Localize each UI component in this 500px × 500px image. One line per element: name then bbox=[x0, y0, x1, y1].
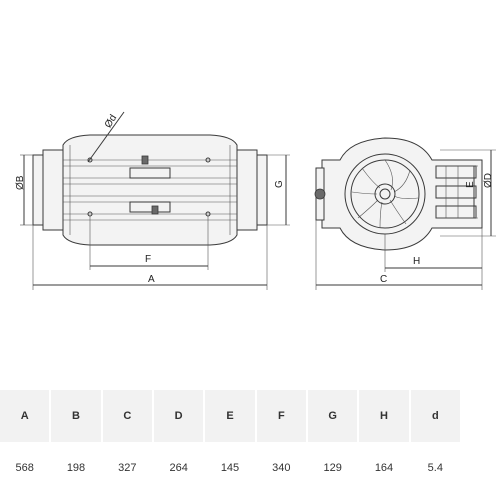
dimensions-table: A B C D E F G H d 568 198 327 264 145 34… bbox=[0, 390, 460, 494]
technical-drawing: Ød ØB G F A bbox=[15, 111, 496, 290]
side-view bbox=[32, 134, 268, 246]
dim-G: G bbox=[267, 154, 290, 226]
value-d: 5.4 bbox=[427, 462, 443, 474]
value-G: 129 bbox=[323, 462, 342, 474]
label-G: G bbox=[274, 180, 285, 188]
dim-C: C bbox=[315, 220, 483, 290]
dim-A: A bbox=[32, 225, 268, 290]
header-E: E bbox=[205, 390, 255, 442]
value-A: 568 bbox=[15, 462, 34, 474]
label-B: ØB bbox=[15, 175, 26, 190]
dim-F: F bbox=[89, 216, 209, 270]
label-D: ØD bbox=[483, 173, 494, 188]
value-E: 145 bbox=[220, 462, 240, 474]
value-B: 198 bbox=[66, 462, 86, 474]
label-C: C bbox=[380, 274, 387, 285]
value-F: 340 bbox=[272, 462, 291, 474]
value-C: 327 bbox=[118, 462, 137, 474]
label-d: Ød bbox=[103, 113, 119, 130]
dim-H: H bbox=[384, 228, 483, 272]
header-H: H bbox=[359, 390, 409, 442]
header-A: A bbox=[0, 390, 50, 442]
value-D: 264 bbox=[169, 462, 188, 474]
label-E: E bbox=[465, 181, 476, 188]
dim-B: ØB bbox=[15, 154, 33, 226]
dim-D: ØD bbox=[440, 149, 496, 237]
header-G: G bbox=[307, 390, 358, 442]
end-view bbox=[314, 137, 483, 251]
header-D: D bbox=[153, 390, 204, 442]
label-H: H bbox=[413, 256, 420, 267]
header-d: d bbox=[410, 390, 460, 442]
header-F: F bbox=[256, 390, 306, 442]
label-F: F bbox=[145, 254, 151, 265]
dim-E: E bbox=[436, 165, 478, 219]
header-B: B bbox=[51, 390, 101, 442]
header-C: C bbox=[102, 390, 152, 442]
label-A: A bbox=[148, 274, 155, 285]
value-H: 164 bbox=[374, 462, 394, 474]
